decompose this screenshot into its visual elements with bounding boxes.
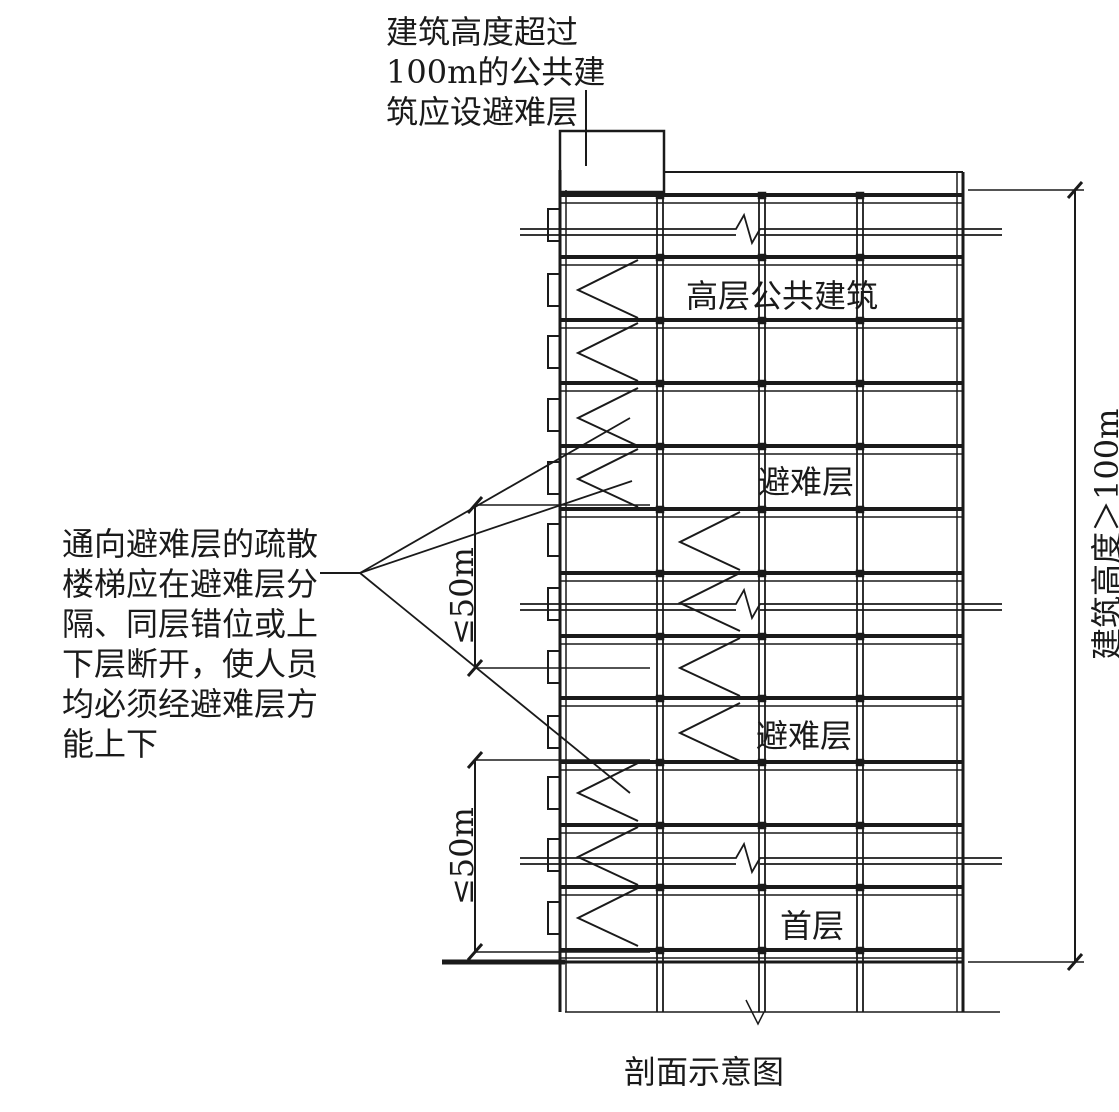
column-joint-2-2 [757, 253, 767, 262]
stair-center-2 [677, 572, 741, 632]
column-joint-3-5 [855, 442, 865, 451]
break-line-middle [520, 587, 1002, 621]
facade-window-9 [547, 715, 561, 749]
column-joint-3-10 [855, 758, 865, 767]
spacing-lower-dimension-bottom-tick [466, 943, 484, 961]
stair-left-5 [575, 826, 639, 886]
stair-center-1 [677, 511, 741, 571]
column-joint-3-7 [855, 569, 865, 578]
ground-floor-label: 首层 [780, 907, 845, 945]
left-note-line-2: 楼梯应在避难层分 [62, 565, 319, 603]
stair-left-2 [575, 322, 639, 382]
top-note: 建筑高度超过 100m的公共建 筑应设避难层 [386, 12, 605, 132]
building-caption: 高层公共建筑 [686, 277, 879, 315]
facade-window-6 [547, 523, 561, 557]
break-line-top [520, 212, 1002, 246]
column-joint-1-8 [655, 632, 665, 641]
top-note-line-3: 筑应设避难层 [386, 93, 579, 131]
column-joint-1-6 [655, 505, 665, 514]
column-joint-3-3 [855, 316, 865, 325]
column-joint-3-9 [855, 694, 865, 703]
stair-left-3 [575, 387, 639, 447]
left-note-line-1: 通向避难层的疏散 [62, 525, 319, 563]
stair-center-3 [677, 637, 741, 697]
stair-center-4 [677, 702, 741, 762]
stair-left-1 [575, 259, 639, 319]
column-joint-1-1 [655, 191, 665, 200]
spacing-upper-dimension-bottom-tick [466, 659, 484, 677]
height-dimension-label: 建筑高度＞100m [1088, 408, 1119, 660]
column-joint-2-8 [757, 632, 767, 641]
column-joint-1-4 [655, 379, 665, 388]
column-joint-2-12 [757, 883, 767, 892]
facade-window-4 [547, 398, 561, 432]
column-joint-2-7 [757, 569, 767, 578]
column-joint-3-1 [855, 191, 865, 200]
column-joint-1-5 [655, 442, 665, 451]
facade-window-3 [547, 335, 561, 369]
leader-to-lower-refuge [359, 572, 631, 794]
left-note-line-3: 隔、同层错位或上 [62, 605, 319, 643]
lower-spacing-label: ≤50m [443, 807, 481, 905]
facade-window-2 [547, 273, 561, 307]
column-joint-2-5 [757, 442, 767, 451]
column-joint-3-13 [855, 946, 865, 955]
facade-window-12 [547, 901, 561, 935]
column-joint-2-10 [757, 758, 767, 767]
column-joint-1-10 [655, 758, 665, 767]
roof-stair-bulkhead [558, 129, 666, 194]
facade-window-10 [547, 776, 561, 810]
height-dimension-top-tick [1066, 181, 1084, 199]
column-joint-1-2 [655, 253, 665, 262]
column-joint-3-8 [855, 632, 865, 641]
building-section [442, 129, 1002, 1026]
column-joint-2-9 [757, 694, 767, 703]
column-joint-1-12 [655, 883, 665, 892]
facade-window-8 [547, 650, 561, 684]
column-joint-2-1 [757, 191, 767, 200]
facade-window-5 [547, 461, 561, 495]
stair-left-7 [575, 762, 639, 822]
break-mark-foundation [745, 999, 765, 1026]
column-joint-3-6 [855, 505, 865, 514]
facade-window-11 [547, 838, 561, 872]
upper-spacing-label: ≤50m [443, 547, 481, 645]
stair-left-6 [575, 887, 639, 947]
top-note-line-2: 100m的公共建 [386, 53, 606, 91]
break-line-bottom [520, 841, 1002, 875]
leader-to-middle-stair [359, 480, 633, 574]
column-joint-2-13 [757, 946, 767, 955]
column-joint-3-12 [855, 883, 865, 892]
spacing-lower-dimension-top-tick [466, 751, 484, 769]
top-note-line-1: 建筑高度超过 [386, 13, 579, 51]
stair-left-4 [575, 448, 639, 508]
left-note-line-5: 均必须经避难层方 [62, 685, 319, 723]
column-joint-2-6 [757, 505, 767, 514]
left-note: 通向避难层的疏散 楼梯应在避难层分 隔、同层错位或上 下层断开，使人员 均必须经… [62, 524, 318, 764]
spacing-upper-dimension-top-tick [466, 496, 484, 514]
column-joint-1-13 [655, 946, 665, 955]
column-joint-3-2 [855, 253, 865, 262]
left-note-line-4: 下层断开，使人员 [62, 645, 319, 683]
leader-to-upper-refuge [359, 417, 631, 574]
refuge-floor-label-upper: 避难层 [758, 463, 855, 501]
column-joint-3-4 [855, 379, 865, 388]
column-joint-1-7 [655, 569, 665, 578]
figure-caption: 剖面示意图 [624, 1053, 785, 1091]
column-joint-2-4 [757, 379, 767, 388]
left-note-line-6: 能上下 [62, 725, 159, 763]
annotation-lines [320, 90, 1084, 971]
column-joint-2-11 [757, 821, 767, 830]
column-joint-2-3 [757, 316, 767, 325]
height-dimension-bottom-tick [1066, 953, 1084, 971]
facade-window-1 [547, 208, 561, 242]
refuge-floor-label-lower: 避难层 [756, 717, 853, 755]
column-joint-1-9 [655, 694, 665, 703]
column-joint-3-11 [855, 821, 865, 830]
column-joint-1-11 [655, 821, 665, 830]
column-joint-1-3 [655, 316, 665, 325]
